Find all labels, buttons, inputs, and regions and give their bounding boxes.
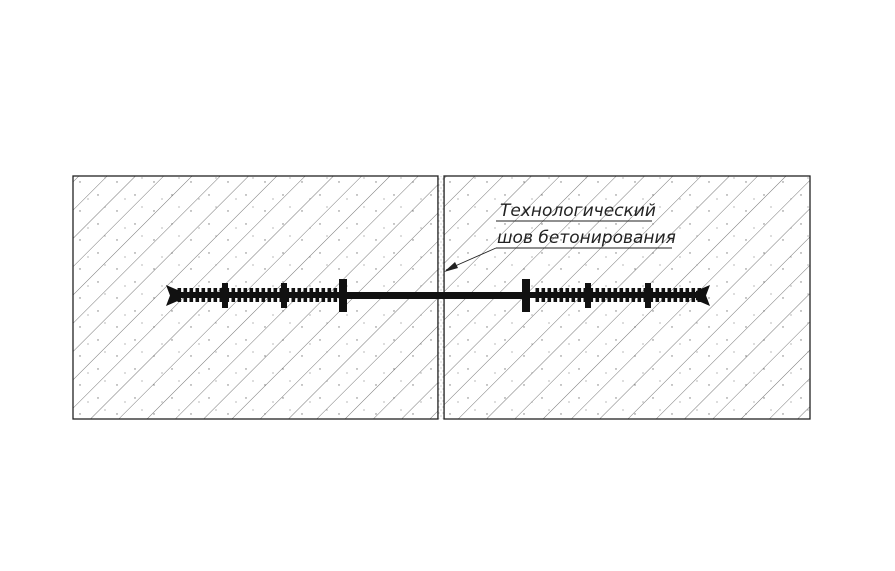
waterstop-rib [309, 288, 314, 302]
waterstop-rib [315, 288, 320, 302]
waterstop-anchor-rib [585, 283, 591, 308]
waterstop-rib [577, 288, 582, 302]
waterstop-rib [553, 288, 558, 302]
waterstop-rib [661, 288, 666, 302]
waterstop-rib [637, 288, 642, 302]
waterstop-rib [189, 288, 194, 302]
leader-arrow-head [444, 262, 458, 272]
waterstop-rib [565, 288, 570, 302]
waterstop-rib [685, 288, 690, 302]
waterstop-rib [333, 288, 338, 302]
waterstop-rib [691, 288, 696, 302]
waterstop-rib [267, 288, 272, 302]
waterstop-anchor-rib [222, 283, 228, 308]
waterstop-rib [619, 288, 624, 302]
waterstop-rib [601, 288, 606, 302]
waterstop-rib [231, 288, 236, 302]
waterstop-rib [535, 288, 540, 302]
waterstop-rib [261, 288, 266, 302]
waterstop-rib [595, 288, 600, 302]
waterstop-rib [667, 288, 672, 302]
callout-leader [444, 220, 672, 272]
waterstop-rib [303, 288, 308, 302]
waterstop-rib [625, 288, 630, 302]
waterstop-rib [547, 288, 552, 302]
waterstop-left-end-flange [166, 285, 180, 306]
waterstop-center-web [340, 292, 530, 299]
waterstop-rib [559, 288, 564, 302]
waterstop-anchor-ribs [222, 279, 651, 312]
waterstop-rib [679, 288, 684, 302]
waterstop-rib [541, 288, 546, 302]
waterstop-anchor-rib [522, 279, 530, 312]
waterstop-rib [571, 288, 576, 302]
waterstop-rib [321, 288, 326, 302]
waterstop-left-ribbed-arm [172, 292, 348, 298]
waterstop-rib [631, 288, 636, 302]
waterstop-right-end-flange [696, 285, 710, 306]
callout-label-line1: Технологический [500, 201, 656, 221]
waterstop-rib [201, 288, 206, 302]
waterstop-rib [327, 288, 332, 302]
waterstop-anchor-rib [339, 279, 347, 312]
waterstop-rib [273, 288, 278, 302]
waterstop-rib [243, 288, 248, 302]
waterstop-rib [237, 288, 242, 302]
waterstop-rib [195, 288, 200, 302]
waterstop-rib [291, 288, 296, 302]
waterstop-anchor-rib [281, 283, 287, 308]
waterstop-rib [213, 288, 218, 302]
waterstop-rib [255, 288, 260, 302]
waterstop-rib [249, 288, 254, 302]
callout-label-line2: шов бетонирования [497, 228, 676, 248]
waterstop-rib [655, 288, 660, 302]
waterstop-rib [673, 288, 678, 302]
waterstop-rib [183, 288, 188, 302]
waterstop-rib [613, 288, 618, 302]
waterstop-rib [607, 288, 612, 302]
waterstop-rib [207, 288, 212, 302]
waterstop-rib [297, 288, 302, 302]
waterstop-profile [166, 279, 710, 312]
waterstop-anchor-rib [645, 283, 651, 308]
